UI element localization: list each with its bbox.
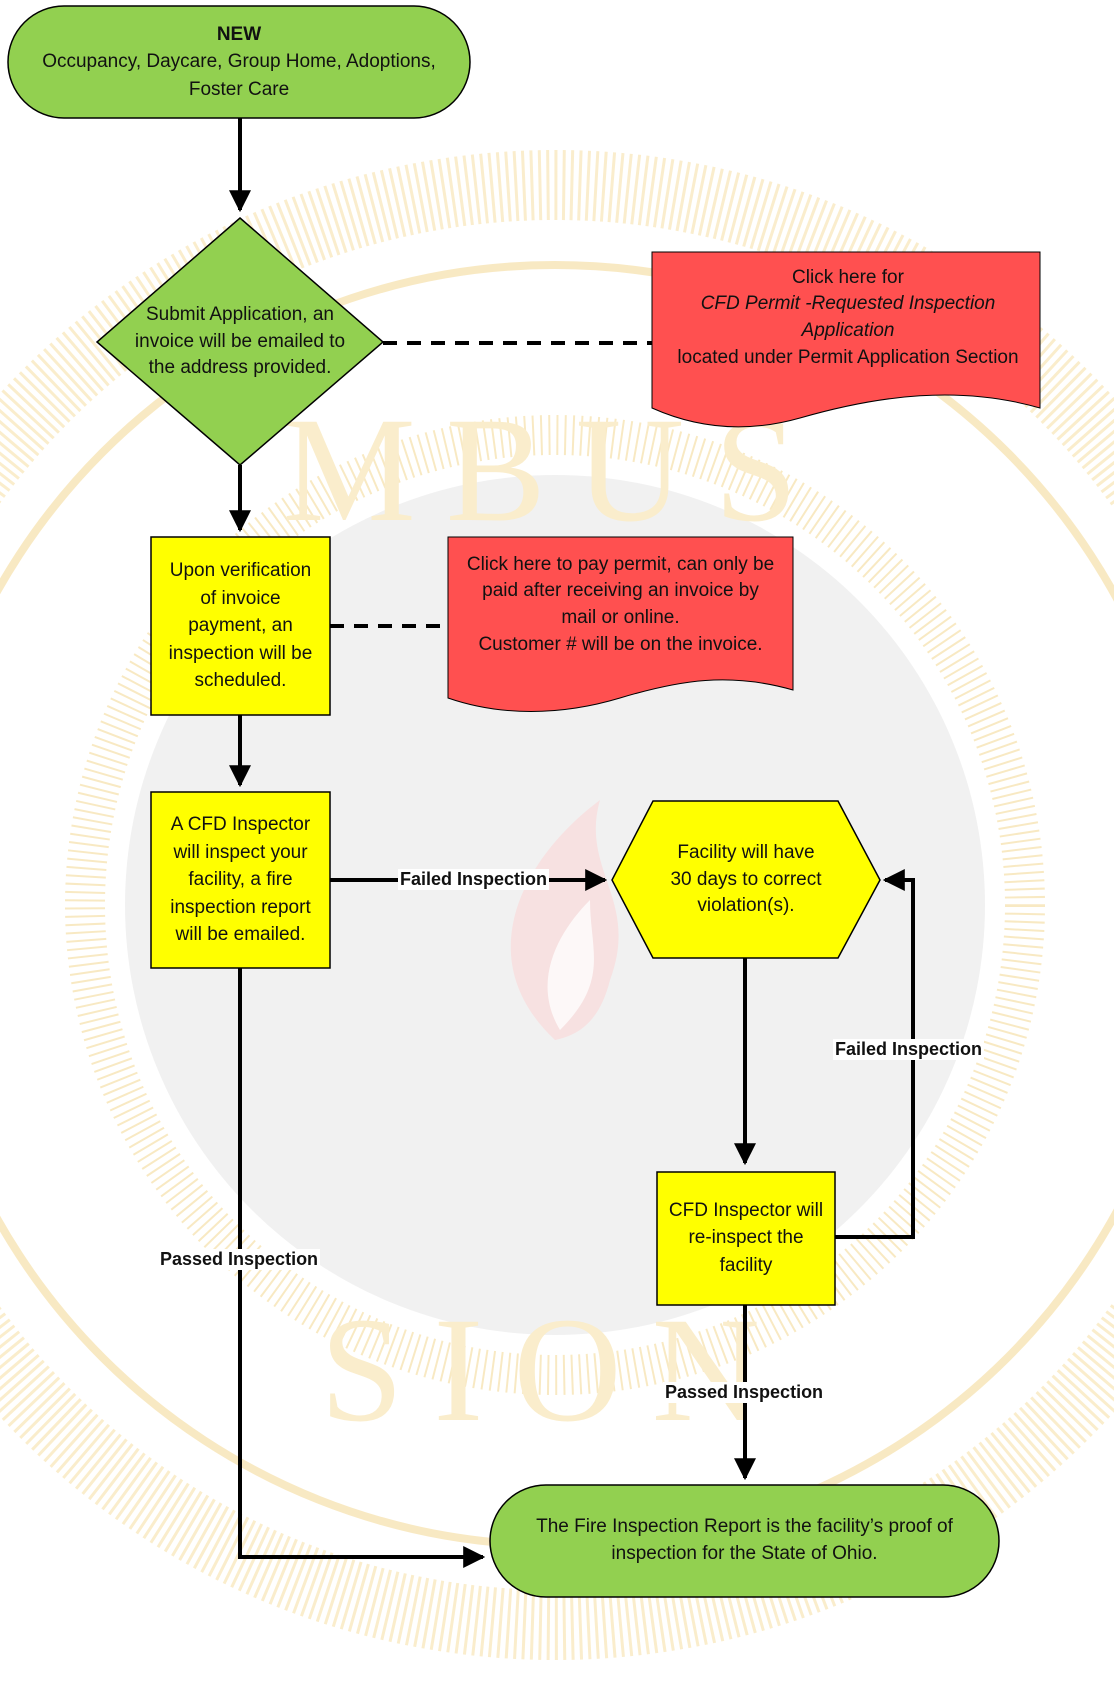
start-title: NEW bbox=[216, 23, 262, 45]
inspect-line-3: facility, a fire bbox=[188, 869, 293, 891]
reinspect-node-text: CFD Inspector will re-inspect the facili… bbox=[657, 1188, 835, 1288]
edge-label-passed-2: Passed Inspection bbox=[663, 1382, 826, 1403]
inspect-line-5: will be emailed. bbox=[175, 924, 306, 946]
permit-link-line-3[interactable]: Application bbox=[801, 320, 895, 341]
end-node-text: The Fire Inspection Report is the facili… bbox=[490, 1505, 999, 1577]
correct-node-text: Facility will have 30 days to correct vi… bbox=[650, 830, 842, 930]
pay-link-document bbox=[447, 536, 794, 712]
submit-node-text: Submit Application, an invoice will be e… bbox=[100, 290, 380, 394]
end-line-2: inspection for the State of Ohio. bbox=[611, 1543, 878, 1564]
start-line-1: Occupancy, Daycare, Group Home, Adoption… bbox=[42, 51, 436, 73]
submit-line-1: Submit Application, an bbox=[145, 303, 334, 325]
start-line-2: Foster Care bbox=[188, 78, 290, 100]
reinspect-line-2: re-inspect the bbox=[688, 1227, 804, 1249]
inspect-line-1: A CFD Inspector bbox=[170, 814, 311, 836]
permit-link-line-4[interactable]: located under Permit Application Section bbox=[677, 346, 1019, 368]
svg-text:SION: SION bbox=[320, 1287, 790, 1453]
inspect-node-text: A CFD Inspector will inspect your facili… bbox=[151, 798, 330, 962]
submit-line-2: invoice will be emailed to bbox=[134, 330, 346, 352]
reinspect-line-1: CFD Inspector will bbox=[668, 1199, 824, 1221]
pay-link-line-2[interactable]: paid after receiving an invoice by bbox=[482, 580, 759, 602]
inspect-process bbox=[150, 791, 331, 969]
end-line-1: The Fire Inspection Report is the facili… bbox=[536, 1516, 953, 1538]
inspect-line-2: will inspect your bbox=[173, 841, 308, 863]
permit-link-text[interactable]: Click here for CFD Permit -Requested Ins… bbox=[652, 262, 1044, 374]
permit-link-line-2[interactable]: CFD Permit -Requested Inspection bbox=[700, 293, 996, 315]
correct-line-3: violation(s). bbox=[697, 895, 795, 917]
verify-line-5: scheduled. bbox=[194, 670, 287, 692]
verify-line-1: Upon verification bbox=[169, 560, 312, 582]
edge-label-failed-1: Failed Inspection bbox=[398, 869, 550, 890]
permit-link-line-1[interactable]: Click here for bbox=[792, 266, 904, 288]
pay-link-line-3[interactable]: mail or online. bbox=[561, 607, 680, 628]
start-node-text: NEW Occupancy, Daycare, Group Home, Adop… bbox=[8, 12, 470, 112]
pay-link-line-4[interactable]: Customer # will be on the invoice. bbox=[478, 633, 763, 655]
reinspect-process bbox=[656, 1171, 836, 1306]
edge-label-passed-1: Passed Inspection bbox=[158, 1249, 321, 1270]
correct-line-1: Facility will have bbox=[677, 841, 815, 863]
correct-preparation bbox=[611, 800, 881, 959]
submit-line-3: the address provided. bbox=[148, 357, 332, 379]
verify-line-3: payment, an bbox=[188, 615, 293, 637]
edge-inspect-to-end bbox=[238, 968, 486, 1568]
edge-label-failed-2: Failed Inspection bbox=[833, 1039, 985, 1060]
verify-node-text: Upon verification of invoice payment, an… bbox=[151, 543, 330, 709]
start-terminator bbox=[7, 5, 471, 119]
correct-line-2: 30 days to correct bbox=[670, 868, 822, 890]
fire-division-seal-icon: MBUS SION bbox=[0, 150, 1114, 1660]
verify-line-2: of invoice bbox=[200, 587, 281, 609]
pay-link-text[interactable]: Click here to pay permit, can only be pa… bbox=[448, 549, 793, 661]
end-terminator bbox=[489, 1484, 1000, 1598]
permit-link-document bbox=[651, 251, 1041, 428]
verify-process bbox=[150, 536, 331, 716]
inspect-line-4: inspection report bbox=[170, 896, 311, 918]
submit-decision bbox=[95, 217, 385, 466]
pay-link-line-1[interactable]: Click here to pay permit, can only be bbox=[466, 553, 775, 575]
verify-line-4: inspection will be bbox=[168, 642, 313, 664]
reinspect-line-3: facility bbox=[719, 1254, 773, 1276]
